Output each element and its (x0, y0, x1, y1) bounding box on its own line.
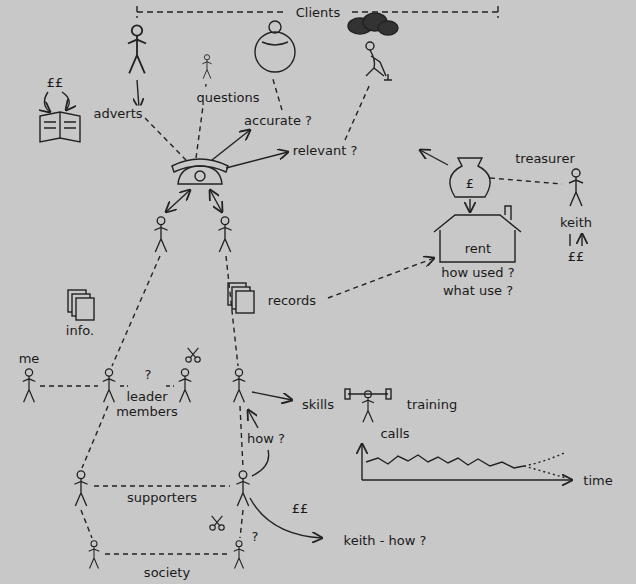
arrow (212, 130, 250, 160)
volunteer-figure (218, 217, 231, 252)
arrow (226, 152, 288, 168)
label-text: keith - how ? (342, 533, 429, 548)
label-text: how ? (245, 431, 287, 446)
label-text: ££ (566, 249, 587, 264)
client-figure (202, 55, 211, 79)
scissors (186, 348, 200, 362)
client-figure (366, 42, 374, 50)
arrow (469, 199, 470, 212)
dashed-line (81, 510, 243, 538)
label-text: ££ (45, 75, 66, 90)
scissors (210, 516, 224, 530)
client-figure (269, 21, 281, 33)
telephone (172, 159, 228, 172)
volunteer-figure (154, 217, 167, 252)
client-figure (366, 50, 392, 80)
house (434, 206, 521, 262)
society-figure (89, 541, 100, 569)
dashed-line (112, 256, 160, 366)
client-figure (262, 42, 288, 45)
label-text: ? (143, 367, 154, 382)
dashed-arrow (328, 258, 434, 298)
member-figure (103, 369, 116, 402)
label-text: members (114, 404, 180, 419)
label-text: keith (558, 215, 594, 230)
member-figure (233, 369, 246, 402)
dashed-line (145, 118, 186, 160)
info-pages (76, 298, 94, 320)
money-bag (450, 158, 490, 197)
arrow (250, 498, 322, 538)
label-text: time (581, 473, 614, 488)
label-text: skills (300, 397, 336, 412)
chart-axis (362, 479, 572, 480)
me-figure (23, 369, 36, 402)
label-text: rent (463, 241, 493, 256)
telephone (195, 171, 205, 181)
label-text: accurate ? (242, 113, 314, 128)
arrow (166, 190, 190, 212)
client-figure (255, 32, 295, 72)
dashed-line (345, 84, 370, 140)
arrow (44, 92, 50, 112)
dumbbell (345, 389, 350, 399)
label-text: leader (124, 389, 169, 404)
client-figure (128, 25, 146, 73)
label-text: society (142, 565, 192, 580)
arrow (248, 410, 258, 428)
bracket (137, 6, 285, 18)
label-text: £ (464, 176, 476, 191)
dashed-line (94, 485, 230, 486)
arrow (210, 190, 222, 212)
label-text: adverts (91, 106, 144, 121)
label-text: questions (195, 90, 262, 105)
label-text: relevant ? (291, 143, 360, 158)
label-text: supporters (125, 490, 199, 505)
arrow (420, 150, 448, 165)
supporter-figure (236, 471, 249, 506)
label-text: ? (250, 529, 261, 544)
label-text: treasurer (513, 151, 577, 166)
label-text: how used ? (439, 265, 516, 280)
chart-line (524, 452, 566, 478)
dumbbell (386, 389, 391, 399)
label-text: Clients (294, 5, 342, 20)
arrow (62, 92, 69, 110)
treasurer-figure (569, 169, 583, 206)
cloud (348, 13, 398, 35)
dashed-line (40, 385, 98, 386)
dashed-line (120, 385, 174, 386)
newspaper (40, 112, 80, 142)
label-text: training (405, 397, 459, 412)
label-text: ££ (290, 501, 311, 516)
label-text: info. (64, 323, 96, 338)
dashed-line (226, 256, 238, 366)
label-text: calls (378, 426, 411, 441)
society-figure (234, 541, 245, 569)
chart-axis (361, 444, 362, 480)
arrow (252, 392, 292, 400)
dashed-line (272, 76, 282, 110)
label-text: records (266, 293, 318, 308)
trainer-figure (362, 391, 374, 422)
chart-line (366, 455, 524, 468)
dumbbell (348, 393, 388, 394)
member-figure (179, 369, 192, 402)
cloud (378, 21, 398, 35)
dashed-line (105, 553, 228, 554)
records-pages (236, 291, 254, 313)
dashed-line (490, 178, 562, 184)
line (252, 450, 269, 476)
arrow (570, 234, 582, 246)
label-text: me (17, 351, 42, 366)
arrow (137, 80, 139, 108)
label-text: what use ? (441, 283, 515, 298)
supporter-figure (74, 471, 87, 506)
